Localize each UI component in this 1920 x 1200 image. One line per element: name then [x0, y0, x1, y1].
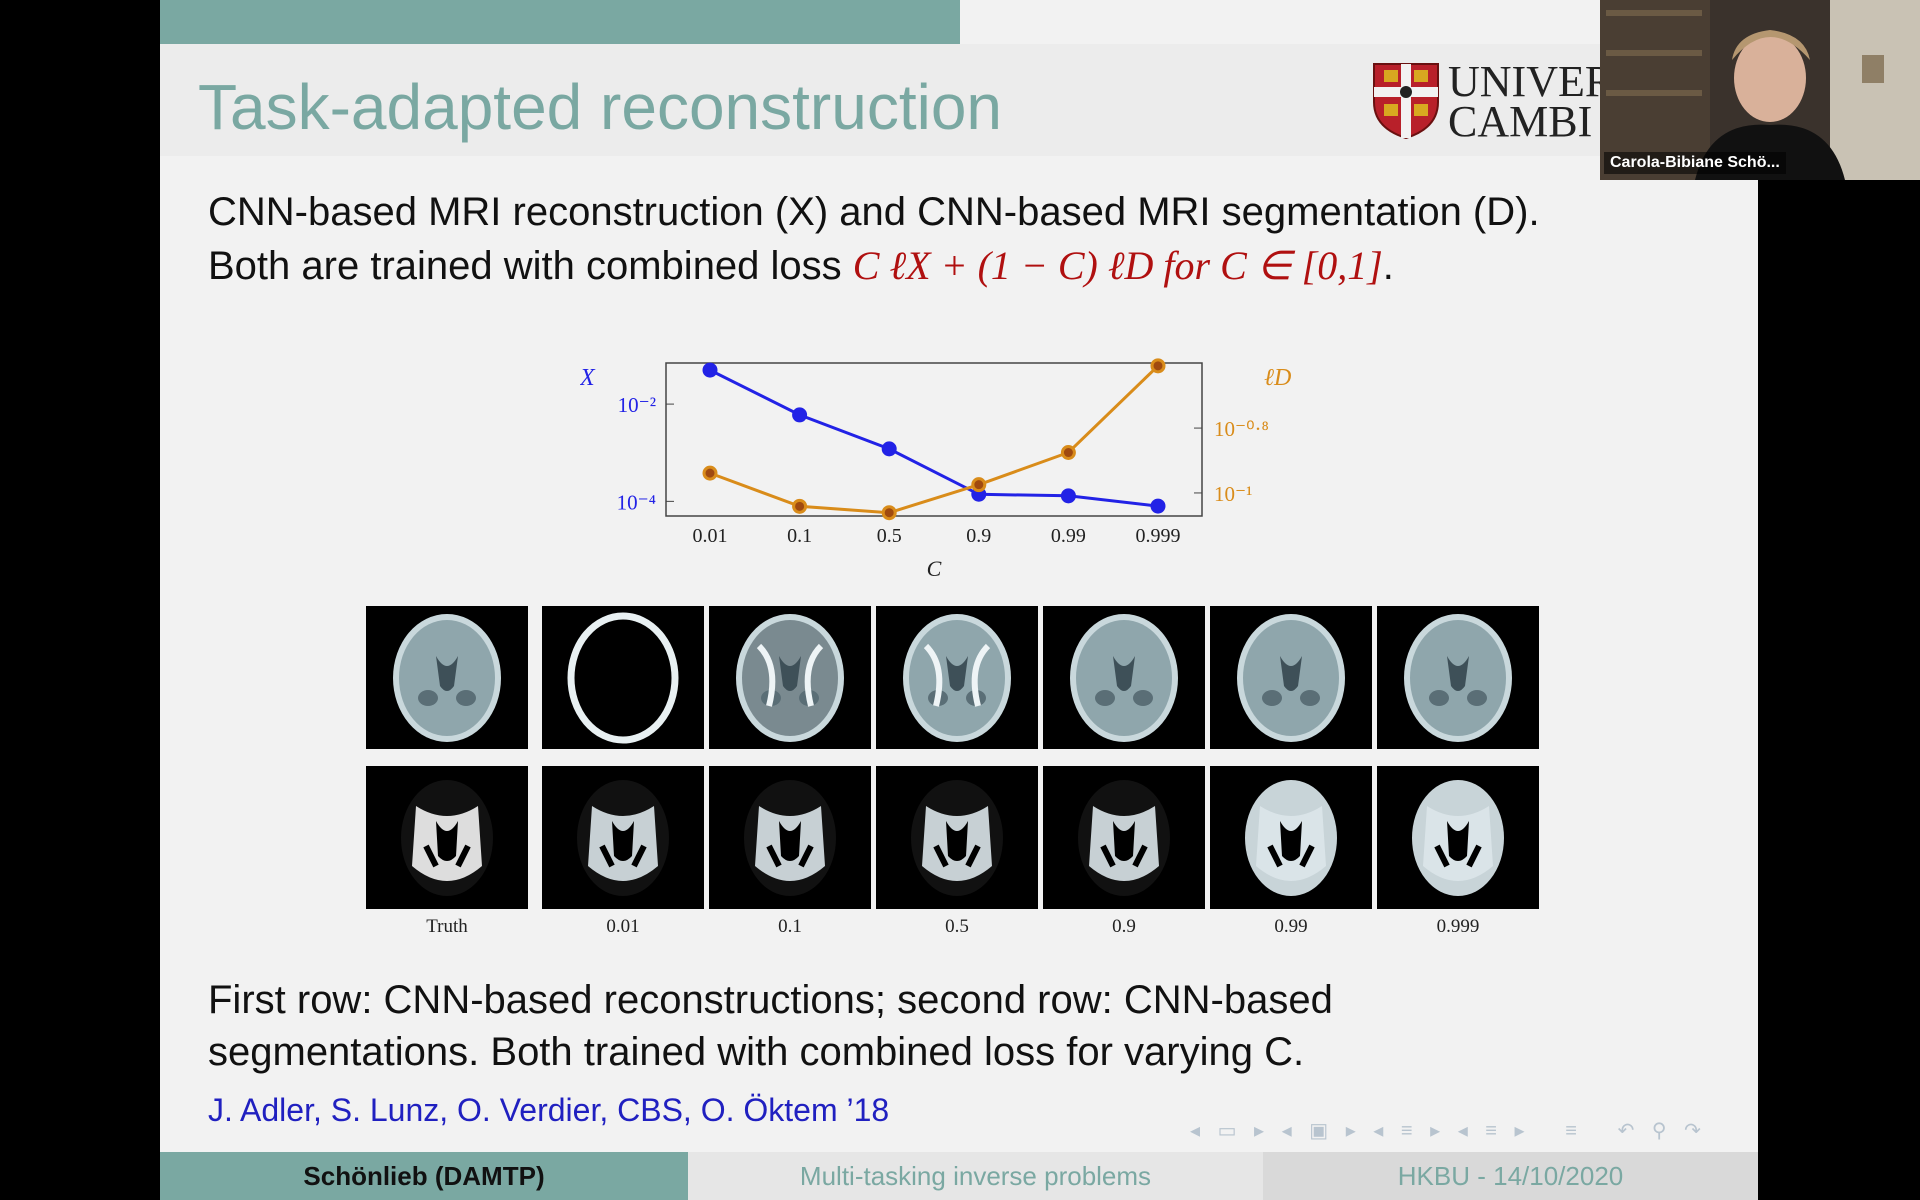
segmentation-image-6 — [1412, 780, 1504, 896]
reconstruction-cell — [1377, 606, 1539, 749]
caption-line-1: First row: CNN-based reconstructions; se… — [208, 978, 1333, 1022]
paragraph-line-2-period: . — [1382, 244, 1394, 288]
image-column-label: 0.999 — [1436, 916, 1480, 937]
reconstruction-image-2 — [736, 614, 844, 742]
segmentation-image-1 — [577, 780, 669, 896]
footer-talk-title: Multi-tasking inverse problems — [688, 1152, 1263, 1200]
series-0-point-2 — [881, 441, 897, 457]
beamer-navigation-icons[interactable]: ◂ ▭ ▸ ◂ ▣ ▸ ◂ ≡ ▸ ◂ ≡ ▸ ≡ ↶ ⚲ ↷ — [1190, 1120, 1707, 1142]
right-axis-label: ℓD — [1264, 365, 1291, 391]
right-tick-label-1: 10⁻¹ — [1214, 482, 1252, 506]
image-column-label: 0.9 — [1112, 916, 1136, 937]
reconstruction-image-4 — [1070, 614, 1178, 742]
slide: Task-adapted reconstruction UNIVER CAMBI… — [160, 0, 1758, 1200]
x-tick-label-5: 0.999 — [1136, 525, 1181, 547]
footer-author: Schönlieb (DAMTP) — [160, 1152, 688, 1200]
paragraph-line-1: CNN-based MRI reconstruction (X) and CNN… — [208, 190, 1540, 234]
segmentation-image-4 — [1078, 780, 1170, 896]
reconstruction-cell — [709, 606, 871, 749]
plot-frame — [665, 362, 1203, 517]
participant-video[interactable]: Carola-Bibiane Schö... — [1600, 0, 1920, 180]
segmentation-cell — [1210, 766, 1372, 909]
series-1-point-5 — [1150, 358, 1166, 374]
reconstruction-image-6 — [1404, 614, 1512, 742]
left-tick-label-0: 10⁻² — [618, 393, 656, 417]
series-1-point-1 — [792, 498, 808, 514]
segmentation-image-0 — [401, 780, 493, 896]
left-tick-label-1: 10⁻⁴ — [617, 490, 656, 514]
segmentation-cell — [709, 766, 871, 909]
segmentation-cell — [1043, 766, 1205, 909]
reconstruction-image-1 — [567, 612, 679, 744]
segmentation-image-5 — [1245, 780, 1337, 896]
series-1-point-3 — [971, 477, 987, 493]
segmentation-cell — [876, 766, 1038, 909]
x-tick-label-2: 0.5 — [877, 525, 902, 547]
reconstruction-image-3 — [903, 614, 1011, 742]
image-column-label: 0.99 — [1274, 916, 1308, 937]
x-tick-label-3: 0.9 — [966, 525, 991, 547]
series-0-point-1 — [792, 407, 808, 423]
reconstruction-cell — [876, 606, 1038, 749]
paragraph-line-2: Both are trained with combined loss C ℓX… — [208, 242, 1394, 289]
series-1-point-4 — [1060, 445, 1076, 461]
university-logo: UNIVER CAMBI — [1372, 60, 1614, 144]
reconstruction-image-5 — [1237, 614, 1345, 742]
left-axis-label: ℓX — [580, 365, 596, 391]
reconstruction-cell — [1210, 606, 1372, 749]
image-column-label: 0.5 — [945, 916, 969, 937]
segmentation-cell — [366, 766, 528, 909]
series-0-point-4 — [1060, 488, 1076, 504]
series-0-point-5 — [1150, 498, 1166, 514]
image-column-label: Truth — [426, 916, 468, 937]
series-1-point-2 — [881, 505, 897, 521]
video-feed-icon — [1600, 0, 1920, 180]
caption-line-2: segmentations. Both trained with combine… — [208, 1030, 1305, 1074]
image-column-label: 0.01 — [606, 916, 640, 937]
right-tick-label-0: 10⁻⁰·⁸ — [1214, 417, 1269, 441]
paragraph-line-2-text: Both are trained with combined loss — [208, 244, 853, 288]
logo-line-2: CAMBI — [1448, 97, 1593, 146]
x-tick-label-0: 0.01 — [693, 525, 728, 547]
loss-chart: 0.01 0.1 0.5 0.9 0.99 0.999CℓX ℓD 10⁻² 10⁻⁴ 10⁻⁰·… — [580, 358, 1291, 581]
combined-loss-formula: C ℓX + (1 − C) ℓD for C ∈ [0,1] — [852, 243, 1383, 288]
footer-venue-date: HKBU - 14/10/2020 — [1263, 1152, 1758, 1200]
university-name: UNIVER CAMBI — [1448, 60, 1614, 144]
slide-top-bar — [160, 0, 960, 44]
cambridge-shield-icon — [1373, 63, 1439, 140]
slide-header — [160, 44, 1600, 156]
segmentation-cell — [542, 766, 704, 909]
series-0-point-0 — [702, 362, 718, 378]
series-1-point-0 — [702, 465, 718, 481]
x-tick-label-1: 0.1 — [787, 525, 812, 547]
reconstruction-image-0 — [393, 614, 501, 742]
reconstruction-cell — [542, 606, 704, 749]
segmentation-image-2 — [744, 780, 836, 896]
slide-title: Task-adapted reconstruction — [198, 71, 1002, 143]
participant-name: Carola-Bibiane Schö... — [1604, 152, 1786, 174]
logo-line-1: UNIVER — [1448, 57, 1615, 106]
reference: J. Adler, S. Lunz, O. Verdier, CBS, O. Ö… — [208, 1092, 890, 1128]
x-tick-label-4: 0.99 — [1051, 525, 1086, 547]
series-line-1 — [709, 364, 1160, 515]
series-line-0 — [709, 368, 1159, 508]
x-axis-label: C — [927, 556, 942, 581]
segmentation-image-3 — [911, 780, 1003, 896]
image-column-label: 0.1 — [778, 916, 802, 937]
reconstruction-cell — [1043, 606, 1205, 749]
slide-footer: Schönlieb (DAMTP) Multi-tasking inverse … — [160, 1152, 1758, 1200]
segmentation-cell — [1377, 766, 1539, 909]
reconstruction-cell — [366, 606, 528, 749]
